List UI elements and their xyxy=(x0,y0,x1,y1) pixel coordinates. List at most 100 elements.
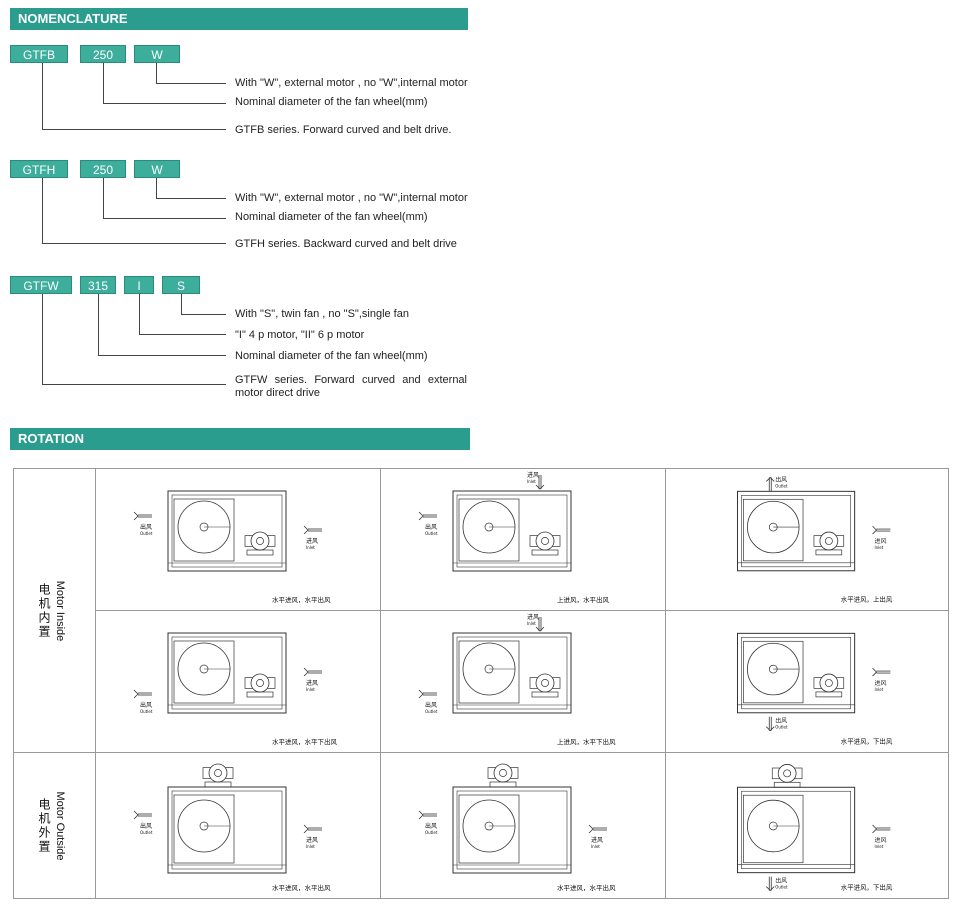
row-header-motor-inside: 电机内置 Motor Inside xyxy=(13,468,96,753)
diameter-code-box: 315 xyxy=(80,276,116,294)
leader-line xyxy=(181,294,182,314)
cabinet-inner xyxy=(456,636,568,710)
motor-code-box: W xyxy=(134,160,180,178)
series-code-box: GTFW xyxy=(10,276,72,294)
motor-description: With "W", external motor , no "W",intern… xyxy=(235,192,468,204)
cabinet-outline xyxy=(167,490,287,572)
motor-hub xyxy=(256,679,264,687)
leader-line xyxy=(156,178,157,198)
motor-description: With "W", external motor , no "W",intern… xyxy=(235,77,468,89)
inlet-label-zh: 进风 xyxy=(306,537,318,545)
airflow-arrow xyxy=(418,810,424,820)
series-code-box: GTFH xyxy=(10,160,68,178)
fan-housing xyxy=(743,498,804,562)
motor-hub xyxy=(256,537,264,545)
airflow-arrow xyxy=(535,626,545,632)
inlet-label-zh: 进风 xyxy=(875,836,887,844)
motor-hub xyxy=(541,679,549,687)
leader-line xyxy=(156,198,226,199)
airflow-arrow xyxy=(133,689,139,699)
diameter-description: Nominal diameter of the fan wheel(mm) xyxy=(235,350,428,362)
outlet-label-en: Outlet xyxy=(425,709,438,714)
rotation-title: ROTATION xyxy=(10,428,470,450)
inlet-label-zh: 进风 xyxy=(527,471,539,479)
leader-line xyxy=(181,314,226,315)
airflow-arrow xyxy=(303,525,309,535)
inlet-label-zh: 进风 xyxy=(875,679,887,687)
cabinet-outline xyxy=(452,632,572,714)
diameter-description: Nominal diameter of the fan wheel(mm) xyxy=(235,211,428,223)
series-description: GTFB series. Forward curved and belt dri… xyxy=(235,124,452,136)
row-label-en: Motor Inside xyxy=(54,580,66,641)
inlet-label-en: Inlet xyxy=(306,545,315,550)
twin-fan-description: With "S", twin fan , no "S",single fan xyxy=(235,308,409,320)
motor-circle xyxy=(819,673,839,693)
airflow-arrow xyxy=(303,824,309,834)
cabinet-inner xyxy=(171,494,283,568)
fan-housing xyxy=(173,640,235,704)
outlet-label-zh: 出风 xyxy=(775,717,787,725)
outlet-label-en: Outlet xyxy=(140,830,153,835)
motor-code-box: W xyxy=(134,45,180,63)
motor-base xyxy=(773,781,801,788)
outlet-label-zh: 出风 xyxy=(425,701,437,709)
rotation-caption: 上进风，水平出风 xyxy=(557,595,610,604)
inlet-label-en: Inlet xyxy=(591,844,600,849)
airflow-arrow xyxy=(303,667,309,677)
inlet-label-en: Inlet xyxy=(306,844,315,849)
inlet-label-en: Inlet xyxy=(875,687,884,692)
cabinet-outline xyxy=(452,786,572,874)
cabinet-inner xyxy=(171,636,283,710)
motor-circle xyxy=(535,531,555,551)
cabinet-inner xyxy=(741,637,851,710)
airflow-arrow xyxy=(766,476,775,482)
leader-line xyxy=(98,355,226,356)
motor-pole-code-box: I xyxy=(124,276,154,294)
inlet-label-zh: 进风 xyxy=(875,537,887,545)
leader-line xyxy=(42,178,43,243)
rotation-caption: 水平进风，下出风 xyxy=(841,737,893,746)
leader-line xyxy=(42,243,226,244)
rotation-caption: 水平进风，水平出风 xyxy=(557,883,616,892)
series-description: GTFH series. Backward curved and belt dr… xyxy=(235,238,457,250)
fan-housing xyxy=(173,794,235,864)
motor-pole-description: "I" 4 p motor, "II" 6 p motor xyxy=(235,329,365,341)
leader-line xyxy=(103,103,226,104)
leader-line xyxy=(103,178,104,218)
motor-base xyxy=(246,691,274,698)
motor-circle xyxy=(250,531,270,551)
cabinet-outline xyxy=(167,632,287,714)
series-description: GTFW series. Forward curved and external… xyxy=(235,374,467,399)
motor-circle xyxy=(777,764,797,783)
leader-line xyxy=(103,63,104,103)
fan-housing xyxy=(743,794,804,864)
motor-base xyxy=(815,549,843,556)
fan-housing xyxy=(458,794,520,864)
inlet-label-zh: 进风 xyxy=(306,679,318,687)
leader-line xyxy=(42,384,226,385)
motor-base xyxy=(531,691,559,698)
leader-line xyxy=(139,294,140,334)
inlet-label-zh: 进风 xyxy=(591,836,603,844)
rotation-caption: 水平进风，水平出风 xyxy=(272,595,331,604)
leader-line xyxy=(139,334,226,335)
fan-housing xyxy=(743,640,804,704)
motor-base xyxy=(489,781,517,788)
outlet-label-zh: 出风 xyxy=(425,523,437,531)
